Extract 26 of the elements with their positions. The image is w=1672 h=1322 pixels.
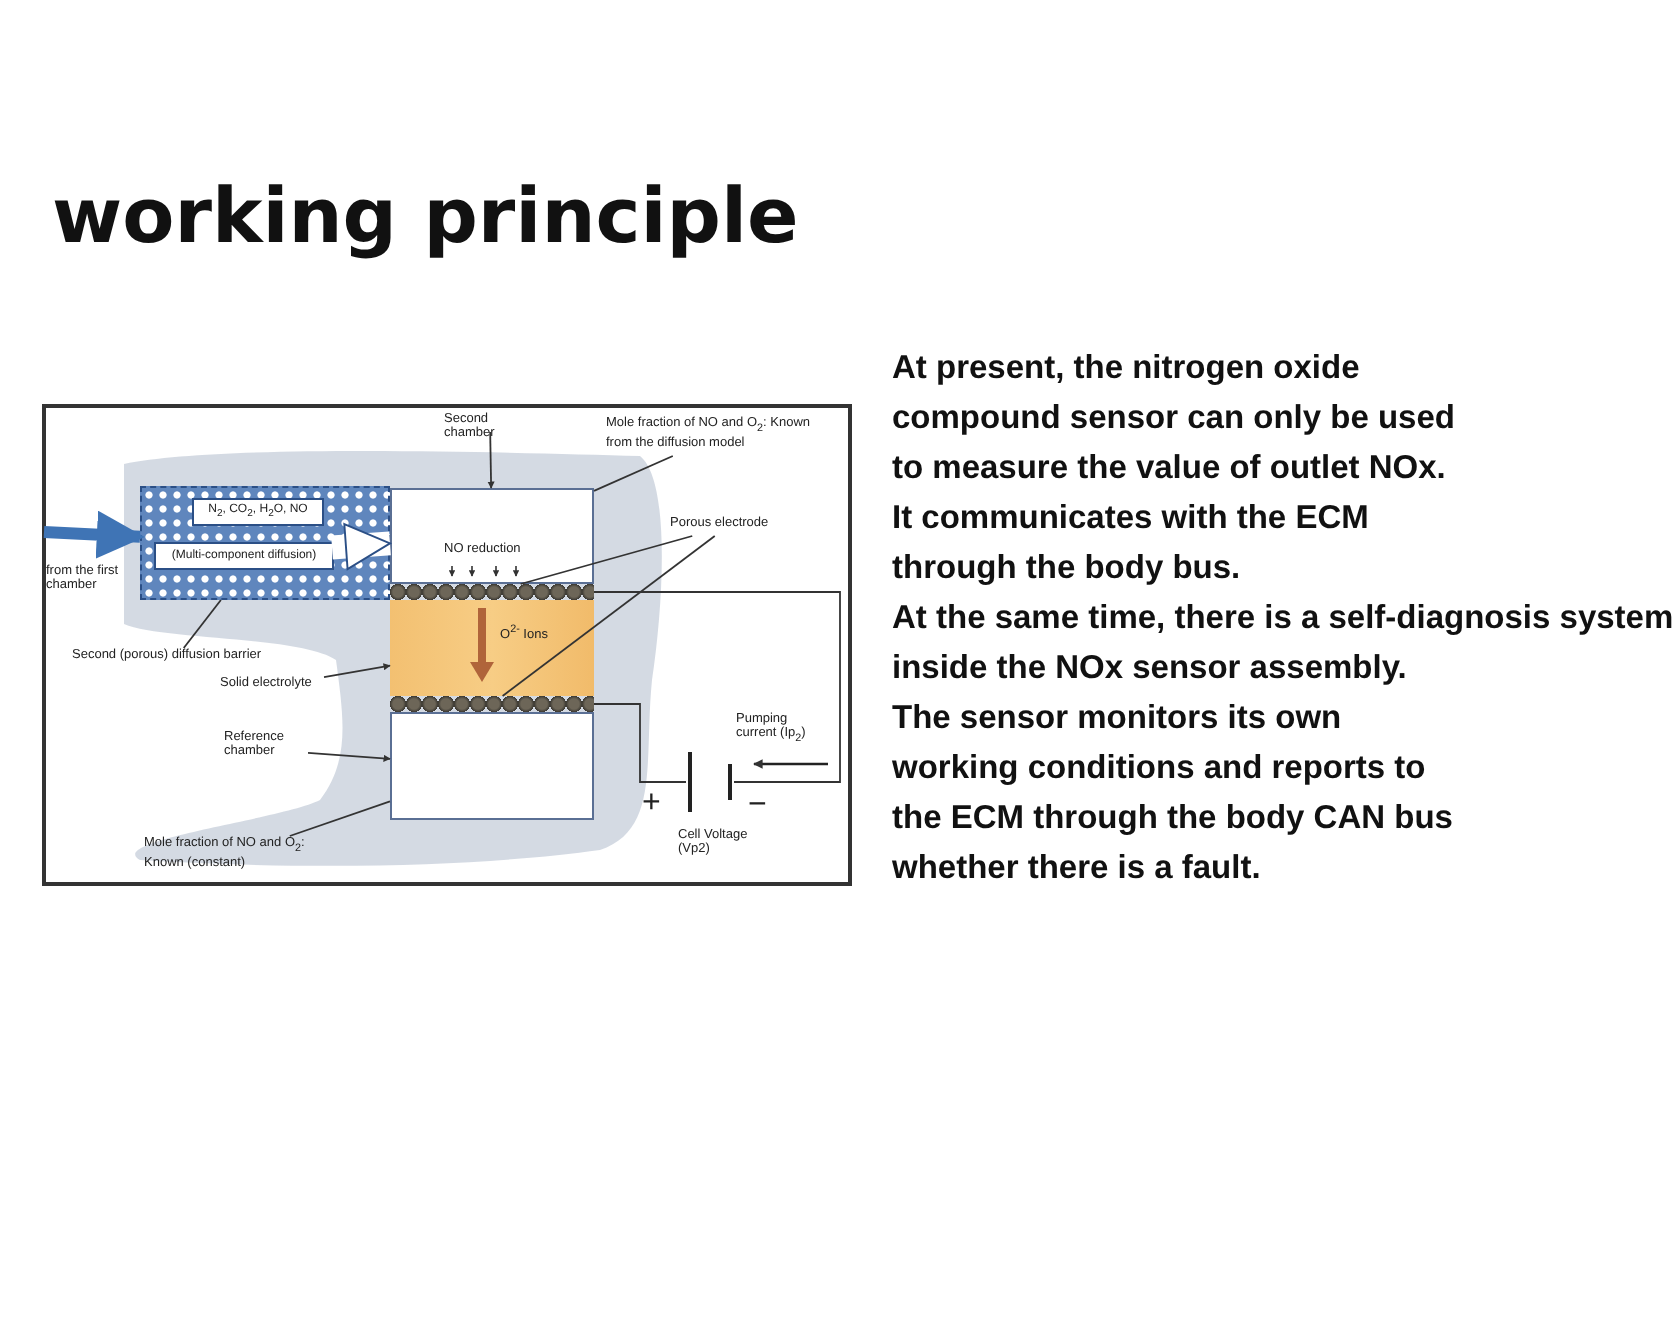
chamber: [390, 488, 594, 584]
paragraph: It communicates with the ECM through the body bus.: [892, 498, 1371, 590]
leader-line: [288, 800, 391, 837]
arrow: [307, 752, 391, 762]
battery-symbol: [686, 752, 734, 812]
leader-line: [593, 455, 674, 492]
porous-electrode: [390, 696, 594, 712]
diffusion-arrow: [331, 523, 391, 570]
leader-line: [501, 535, 716, 697]
polarity-sign: −: [748, 790, 769, 822]
leader-line: [182, 599, 222, 649]
arrow: [43, 510, 145, 559]
arrow: [487, 431, 495, 489]
title: working principle: [52, 172, 799, 260]
solid-electrolyte: [390, 600, 594, 696]
leader-line: [519, 535, 694, 585]
polarity-sign: +: [642, 788, 663, 820]
wire: [593, 703, 687, 783]
porous-electrode: [390, 584, 594, 600]
paragraph: At present, the nitrogen oxide compound sensor can only be used to measure the value of outlet NOx.: [892, 348, 1457, 490]
paragraph: The sensor monitors its own working conditions and reports to the ECM through the body CAN bus whether there is a fault.: [892, 698, 1455, 890]
chamber: [390, 712, 594, 820]
diffusion-barrier: [140, 486, 390, 600]
paragraph: At the same time, there is a self-diagnosis system inside the NOx sensor assembly.: [892, 598, 1672, 690]
wire: [593, 591, 841, 783]
arrow: [323, 663, 391, 678]
